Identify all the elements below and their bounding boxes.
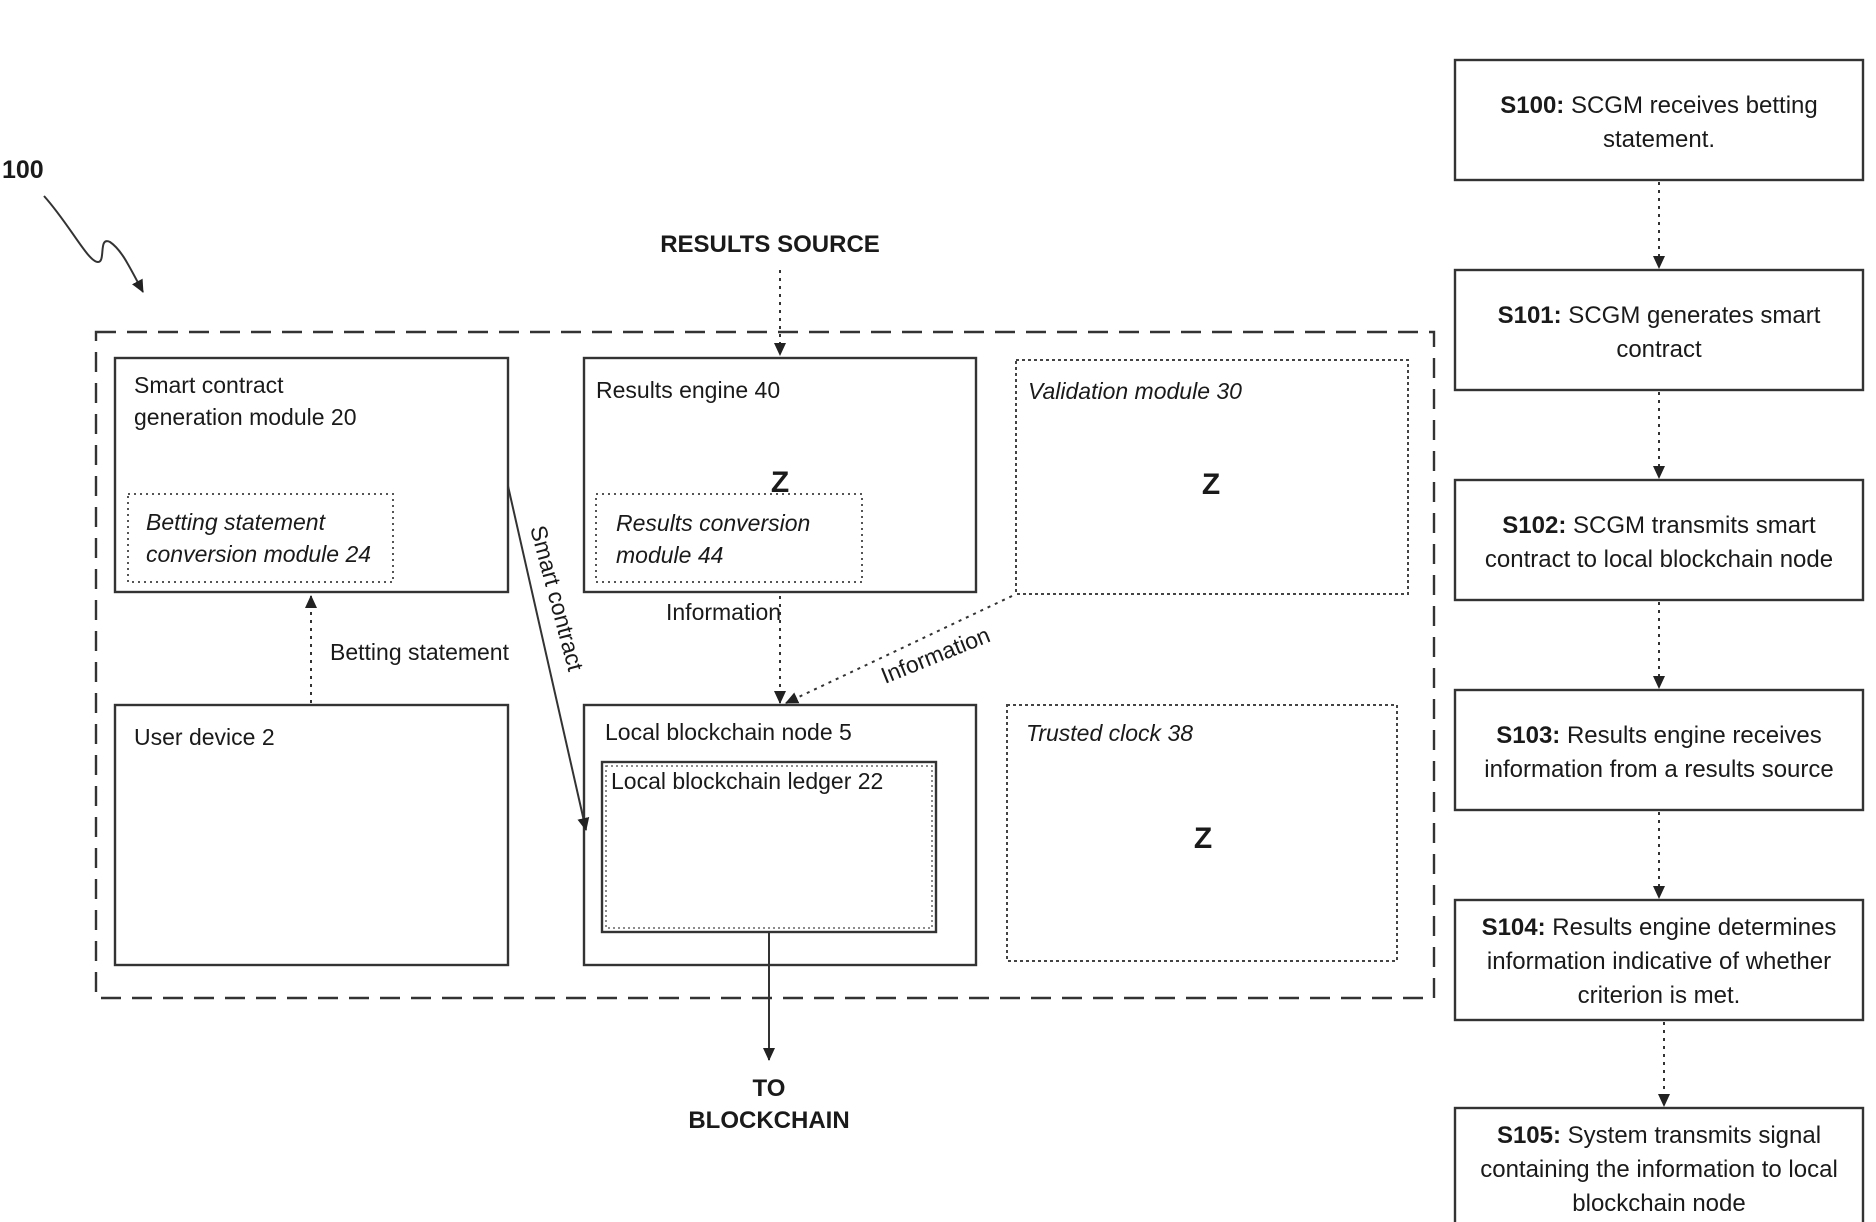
to-blockchain-label-2: BLOCKCHAIN (688, 1107, 849, 1134)
step-s104-text-1: Results engine determines (1546, 914, 1837, 941)
step-s101-id: S101: (1498, 302, 1562, 329)
step-s105-text-3: blockchain node (1572, 1190, 1745, 1217)
step-s104-text-2: information indicative of whether (1487, 948, 1831, 975)
local-blockchain-node-label: Local blockchain node 5 (605, 719, 852, 745)
reference-numeral: 100 (2, 156, 44, 184)
betting-statement-conversion-module: Betting statement conversion module 24 (128, 494, 393, 582)
step-s103-text-1: Results engine receives (1560, 722, 1821, 749)
step-s104-id: S104: (1482, 914, 1546, 941)
smart-contract-generation-module: Smart contract generation module 20 Bett… (115, 358, 508, 592)
step-s100-text-1: SCGM receives betting (1564, 92, 1817, 119)
results-conversion-module: Results conversion module 44 (596, 494, 862, 582)
user-device: User device 2 (115, 705, 508, 965)
step-s100-text-2: statement. (1603, 126, 1715, 153)
to-blockchain-label-1: TO (753, 1075, 786, 1102)
betting-conversion-label-1: Betting statement (146, 509, 327, 535)
results-engine-z-mark: Z (771, 466, 789, 499)
step-s101-text-2: contract (1616, 336, 1702, 363)
results-engine-label: Results engine 40 (596, 377, 780, 403)
step-s100: S100: SCGM receives betting statement. (1455, 60, 1863, 180)
results-engine: Results engine 40 Z Results conversion m… (584, 358, 976, 592)
step-s101: S101: SCGM generates smart contract (1455, 270, 1863, 390)
svg-text:S101: SCGM generates smart: S101: SCGM generates smart (1498, 302, 1821, 329)
svg-text:S104: Results engine determine: S104: Results engine determines (1482, 914, 1837, 941)
trusted-clock-label: Trusted clock 38 (1026, 720, 1193, 746)
svg-text:S100: SCGM receives betting: S100: SCGM receives betting (1500, 92, 1817, 119)
step-s102-text-2: contract to local blockchain node (1485, 546, 1833, 573)
results-conversion-label-1: Results conversion (616, 510, 810, 536)
step-s104-text-3: criterion is met. (1578, 982, 1741, 1009)
step-s101-text-1: SCGM generates smart (1562, 302, 1821, 329)
step-s104: S104: Results engine determines informat… (1455, 900, 1863, 1020)
step-s102-text-1: SCGM transmits smart (1566, 512, 1816, 539)
step-s105: S105: System transmits signal containing… (1455, 1108, 1863, 1222)
information-validation-label: Information (877, 621, 993, 688)
information-results-label: Information (666, 599, 781, 625)
betting-conversion-label-2: conversion module 24 (146, 541, 371, 567)
svg-text:S103: Results engine receives: S103: Results engine receives (1496, 722, 1822, 749)
trusted-clock: Trusted clock 38 Z (1007, 705, 1397, 961)
local-blockchain-ledger-label: Local blockchain ledger 22 (611, 768, 883, 794)
local-blockchain-ledger: Local blockchain ledger 22 (602, 762, 936, 932)
betting-statement-label: Betting statement (330, 639, 510, 665)
smart-contract-module-label-2: generation module 20 (134, 404, 357, 430)
smart-contract-module-label-1: Smart contract (134, 372, 284, 398)
validation-module: Validation module 30 Z (1016, 360, 1408, 594)
step-s102: S102: SCGM transmits smart contract to l… (1455, 480, 1863, 600)
user-device-label: User device 2 (134, 724, 275, 750)
svg-text:S105: System transmits signal: S105: System transmits signal (1497, 1122, 1821, 1149)
step-s105-text-2: containing the information to local (1480, 1156, 1838, 1183)
step-s103: S103: Results engine receives informatio… (1455, 690, 1863, 810)
trusted-clock-z-mark: Z (1194, 822, 1212, 855)
validation-module-label: Validation module 30 (1028, 378, 1242, 404)
step-s105-id: S105: (1497, 1122, 1561, 1149)
reference-squiggle (44, 196, 143, 292)
results-source-label: RESULTS SOURCE (660, 231, 880, 258)
step-s105-text-1: System transmits signal (1561, 1122, 1821, 1149)
smart-contract-label: Smart contract (525, 523, 589, 675)
local-blockchain-node: Local blockchain node 5 Local blockchain… (584, 705, 976, 965)
step-s103-text-2: information from a results source (1484, 756, 1833, 783)
svg-text:S102: SCGM transmits smart: S102: SCGM transmits smart (1502, 512, 1816, 539)
validation-z-mark: Z (1202, 468, 1220, 501)
step-s100-id: S100: (1500, 92, 1564, 119)
step-s102-id: S102: (1502, 512, 1566, 539)
results-conversion-label-2: module 44 (616, 542, 723, 568)
system-boundary (96, 332, 1434, 998)
step-s103-id: S103: (1496, 722, 1560, 749)
